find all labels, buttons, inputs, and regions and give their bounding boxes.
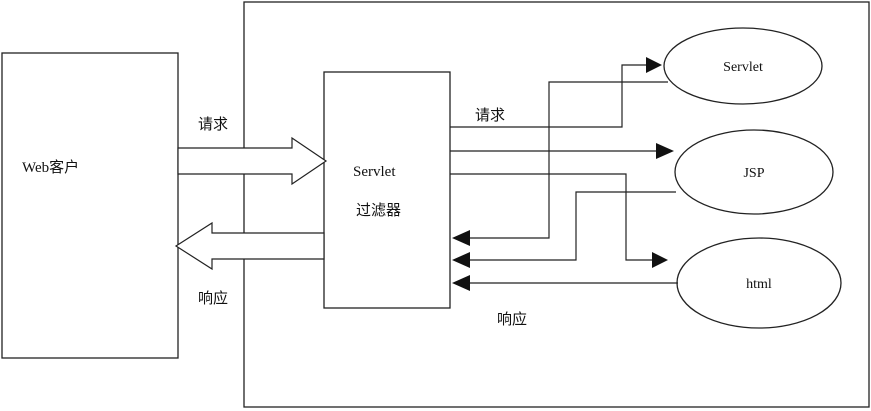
client-request-arrow	[177, 136, 328, 186]
web-client-label: Web客户	[22, 159, 79, 176]
resource-response-label: 响应	[497, 310, 527, 328]
response-from-servlet-arrowhead	[452, 230, 470, 246]
client-request-label: 请求	[198, 116, 228, 133]
response-from-servlet-line	[470, 81, 668, 239]
request-to-html-line	[450, 173, 652, 261]
client-response-arrow	[174, 221, 325, 271]
jsp-node	[674, 129, 834, 215]
response-from-jsp-arrowhead	[452, 252, 470, 268]
servlet-node-label: Servlet	[723, 60, 763, 75]
jsp-node-label: JSP	[743, 166, 764, 181]
resource-request-label: 请求	[475, 107, 505, 124]
request-to-servlet-line	[450, 64, 646, 128]
response-from-html-arrowhead	[452, 275, 470, 291]
servlet-node	[663, 27, 823, 105]
web-client-box	[1, 52, 179, 359]
client-response-label: 响应	[198, 289, 228, 307]
servlet-filter-box	[323, 71, 451, 309]
filter-label-line1: Servlet	[353, 164, 396, 180]
response-from-jsp-line	[470, 191, 676, 261]
html-node-label: html	[746, 277, 772, 292]
request-to-servlet-arrowhead	[646, 57, 662, 73]
request-to-html-arrowhead	[652, 252, 668, 268]
filter-label-line2: 过滤器	[356, 202, 401, 219]
request-to-jsp-arrowhead	[656, 143, 674, 159]
